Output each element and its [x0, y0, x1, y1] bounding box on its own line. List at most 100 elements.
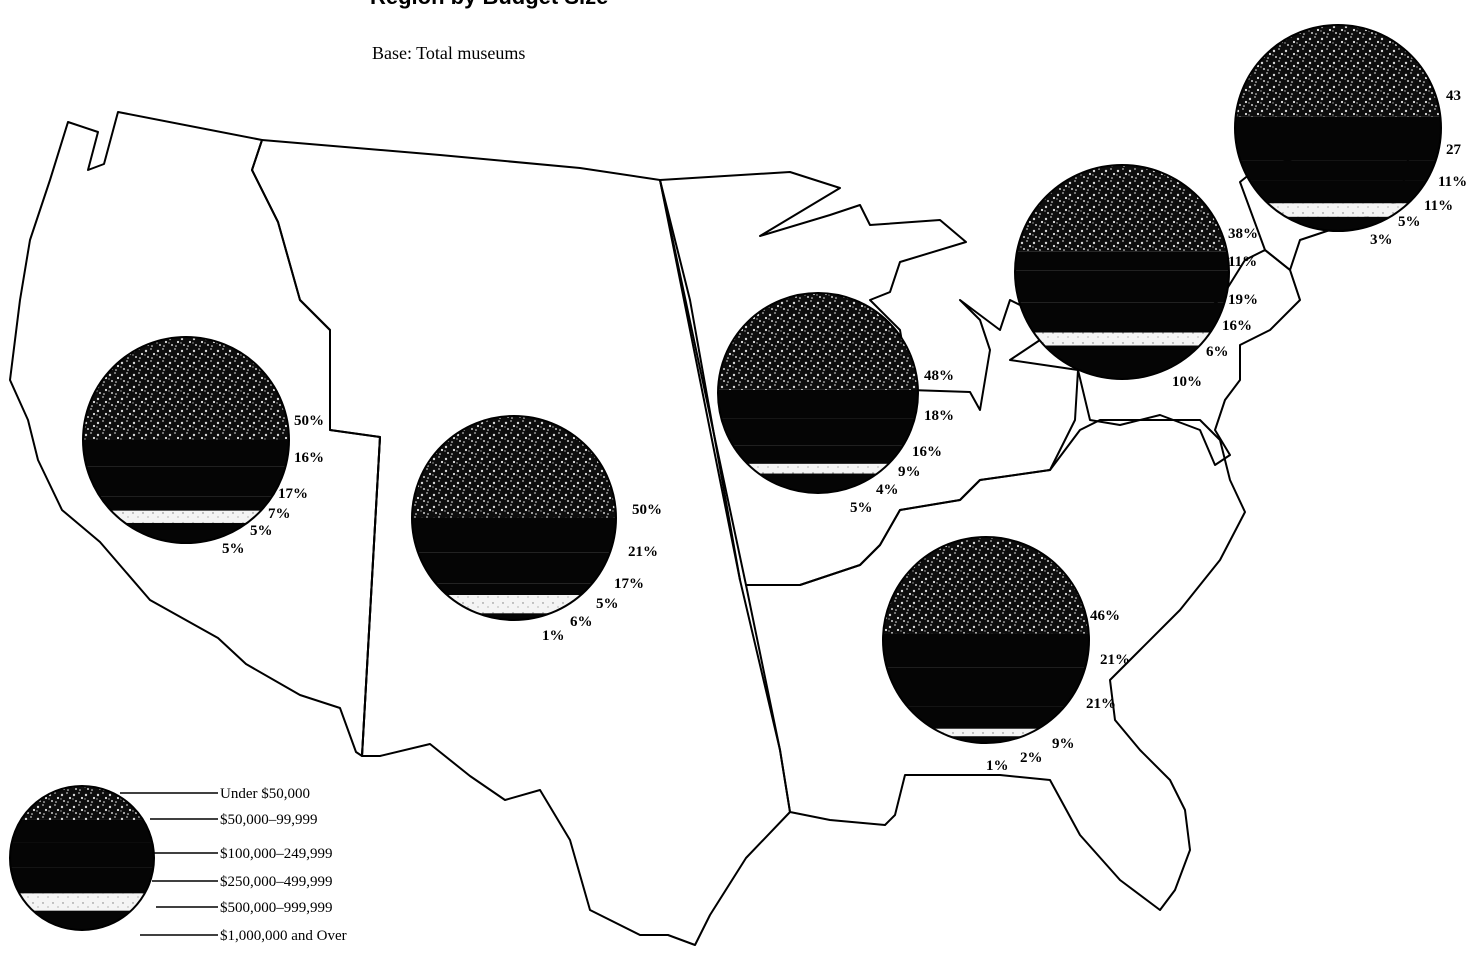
pct-label-mountain-plains-1: 21% [628, 544, 658, 560]
region-south [745, 419, 1246, 911]
pct-label-south-5: 1% [986, 758, 1009, 774]
pie-outline-south [882, 536, 1090, 744]
pct-label-midwest-0: 48% [924, 368, 954, 384]
pct-label-midwest-2: 16% [912, 444, 942, 460]
legend-label-250k_499k: $250,000–499,999 [220, 874, 333, 890]
pie-slice-legend-1 [10, 819, 154, 843]
pie-slice-legend-5 [10, 910, 154, 930]
pie-slice-south-4 [883, 728, 1089, 737]
chart-title: Region by Budget Size [370, 0, 608, 10]
pie-slice-legend-4 [10, 893, 154, 911]
pct-label-south-2: 21% [1086, 696, 1116, 712]
pie-slice-mountain-plains-4 [412, 595, 616, 614]
pie-slice-mideast-3 [1015, 302, 1229, 333]
pct-label-mideast-5: 10% [1172, 374, 1202, 390]
pct-label-new-england-2: 11% [1438, 174, 1467, 190]
pie-slice-mountain-plains-3 [412, 583, 616, 596]
pct-label-mideast-4: 6% [1206, 344, 1229, 360]
pie-slice-mideast-2 [1015, 270, 1229, 303]
region-border-1 [659, 179, 741, 581]
pct-label-mideast-0: 38% [1228, 226, 1258, 242]
pie-slice-mideast-1 [1015, 251, 1229, 271]
pie-slice-mountain-plains-5 [412, 613, 616, 620]
pie-outline-midwest [717, 292, 919, 494]
pie-outline-west [82, 336, 290, 544]
pct-label-west-3: 7% [268, 506, 291, 522]
pie-mountain-plains [411, 415, 617, 621]
pct-label-new-england-3: 11% [1424, 198, 1453, 214]
pie-slice-west-3 [83, 496, 289, 511]
pie-slice-west-0 [83, 337, 289, 440]
pie-slice-new-england-4 [1235, 203, 1441, 217]
pie-outline-mideast [1014, 164, 1230, 380]
region-border-2 [361, 436, 381, 757]
pie-slice-midwest-3 [718, 445, 918, 464]
pie-slice-new-england-2 [1235, 160, 1441, 181]
pie-slice-west-4 [83, 510, 289, 523]
pie-slice-mountain-plains-0 [412, 416, 616, 518]
pie-slice-south-5 [883, 736, 1089, 743]
pct-label-mountain-plains-2: 17% [614, 576, 644, 592]
pie-slice-midwest-0 [718, 293, 918, 390]
pie-slice-west-2 [83, 466, 289, 497]
pie-slice-midwest-4 [718, 463, 918, 474]
pct-label-west-5: 5% [222, 541, 245, 557]
legend-label-500k_999k: $500,000–999,999 [220, 900, 333, 916]
pie-slice-legend-3 [10, 867, 154, 894]
legend-label-100k_249k: $100,000–249,999 [220, 846, 333, 862]
pie-midwest [717, 292, 919, 494]
pct-label-south-0: 46% [1090, 608, 1120, 624]
pie-outline-legend [9, 785, 155, 931]
region-west [9, 111, 381, 757]
pie-slice-mideast-4 [1015, 332, 1229, 346]
pie-slice-south-2 [883, 667, 1089, 707]
region-mountain-plains [251, 139, 791, 946]
pct-label-midwest-5: 5% [850, 500, 873, 516]
pct-label-mountain-plains-5: 1% [542, 628, 565, 644]
pct-label-new-england-0: 43 [1446, 88, 1461, 104]
pie-slice-south-1 [883, 633, 1089, 668]
chart-subtitle: Base: Total museums [372, 43, 526, 63]
pie-slice-mideast-0 [1015, 165, 1229, 252]
pie-slice-south-3 [883, 706, 1089, 729]
pie-new-england [1234, 24, 1442, 232]
pie-west [82, 336, 290, 544]
pct-labels-layer: 50%16%17%7%5%5%50%21%17%5%6%1%48%18%16%9… [222, 88, 1467, 774]
pct-label-south-1: 21% [1100, 652, 1130, 668]
pie-outline-mountain-plains [411, 415, 617, 621]
pct-label-mideast-2: 19% [1228, 292, 1258, 308]
pct-label-west-1: 16% [294, 450, 324, 466]
pie-slice-legend-2 [10, 842, 154, 868]
pie-slice-new-england-1 [1235, 116, 1441, 161]
pct-label-new-england-5: 3% [1370, 232, 1393, 248]
pie-slice-new-england-0 [1235, 25, 1441, 117]
pct-label-west-2: 17% [278, 486, 308, 502]
pie-outline-new-england [1234, 24, 1442, 232]
pct-label-mountain-plains-4: 6% [570, 614, 593, 630]
pct-label-mountain-plains-3: 5% [596, 596, 619, 612]
pct-label-new-england-1: 27 [1446, 142, 1462, 158]
pie-slice-mountain-plains-2 [412, 552, 616, 584]
legend: Under $50,000$50,000–99,999$100,000–249,… [9, 785, 347, 944]
pie-slice-new-england-3 [1235, 180, 1441, 204]
pct-label-midwest-3: 9% [898, 464, 921, 480]
pct-label-midwest-4: 4% [876, 482, 899, 498]
pie-slice-midwest-1 [718, 389, 918, 419]
legend-label-50k_99k: $50,000–99,999 [220, 812, 318, 828]
pct-label-mountain-plains-0: 50% [632, 502, 662, 518]
pie-slice-west-1 [83, 440, 289, 467]
pct-label-new-england-4: 5% [1398, 214, 1421, 230]
pct-label-south-4: 2% [1020, 750, 1043, 766]
pct-label-west-0: 50% [294, 413, 324, 429]
pct-label-mideast-1: 11% [1228, 254, 1257, 270]
map-outline [9, 111, 1411, 946]
pie-south [882, 536, 1090, 744]
pie-slice-midwest-2 [718, 418, 918, 446]
pct-label-south-3: 9% [1052, 736, 1075, 752]
legend-label-1m_over: $1,000,000 and Over [220, 928, 347, 944]
pie-mideast [1014, 164, 1230, 380]
pie-slice-mountain-plains-1 [412, 518, 616, 553]
pie-slice-south-0 [883, 537, 1089, 634]
pct-label-mideast-3: 16% [1222, 318, 1252, 334]
